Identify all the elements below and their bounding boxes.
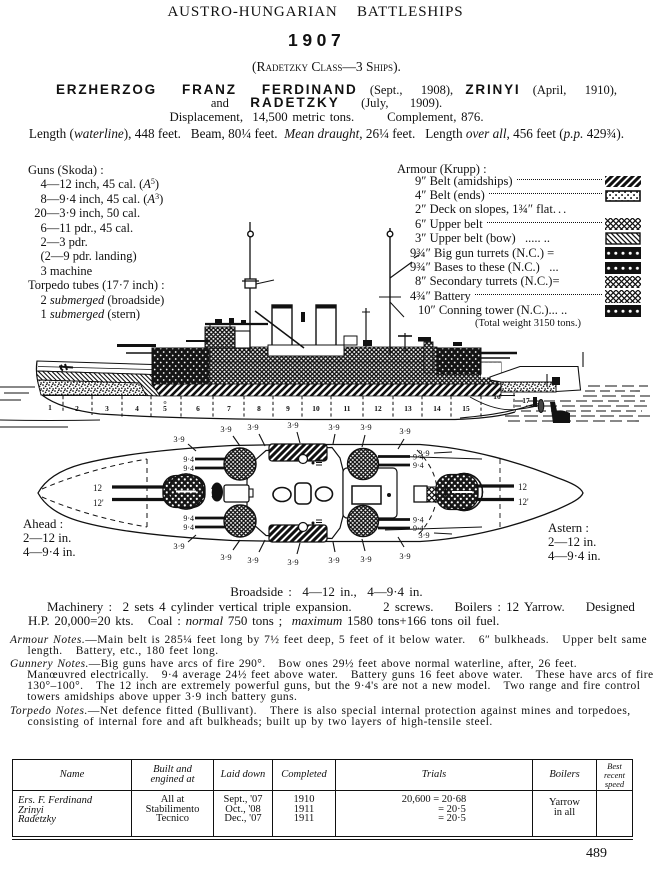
svg-text:9: 9 <box>286 404 290 413</box>
svg-text:1: 1 <box>48 403 52 412</box>
svg-text:12: 12 <box>93 483 102 493</box>
svg-text:3·9: 3·9 <box>399 426 410 436</box>
svg-text:3·9: 3·9 <box>173 541 184 551</box>
svg-text:9·4: 9·4 <box>413 461 424 470</box>
svg-text:3·9: 3·9 <box>328 555 339 565</box>
svg-text:9·4: 9·4 <box>413 524 424 533</box>
svg-text:3·9: 3·9 <box>418 448 429 458</box>
svg-text:9·4: 9·4 <box>413 516 424 525</box>
svg-text:3·9: 3·9 <box>247 422 258 432</box>
svg-text:3·9: 3·9 <box>328 422 339 432</box>
svg-text:3·9: 3·9 <box>360 554 371 564</box>
svg-text:2: 2 <box>75 404 79 413</box>
svg-text:12: 12 <box>374 404 382 413</box>
svg-text:9·4: 9·4 <box>183 455 194 464</box>
svg-text:6: 6 <box>196 404 200 413</box>
svg-text:4: 4 <box>135 404 139 413</box>
svg-text:9·4: 9·4 <box>183 464 194 473</box>
svg-text:7: 7 <box>227 404 231 413</box>
svg-text:3·9: 3·9 <box>287 557 298 567</box>
svg-text:16: 16 <box>493 392 501 401</box>
svg-text:3·9: 3·9 <box>418 530 429 540</box>
svg-text:11: 11 <box>344 404 351 413</box>
svg-text:3·9: 3·9 <box>360 422 371 432</box>
svg-text:12': 12' <box>518 497 529 507</box>
svg-text:15: 15 <box>462 404 470 413</box>
svg-text:3·9: 3·9 <box>399 551 410 561</box>
svg-text:13: 13 <box>404 404 412 413</box>
svg-text:3·9: 3·9 <box>220 424 231 434</box>
svg-text:9·4: 9·4 <box>183 514 194 523</box>
svg-text:14: 14 <box>433 404 441 413</box>
svg-text:9·4: 9·4 <box>413 453 424 462</box>
svg-text:12': 12' <box>93 498 104 508</box>
svg-text:3·9: 3·9 <box>173 434 184 444</box>
svg-text:8: 8 <box>257 404 261 413</box>
svg-text:3: 3 <box>105 404 109 413</box>
svg-text:12: 12 <box>518 482 527 492</box>
svg-text:9·4: 9·4 <box>183 523 194 532</box>
svg-text:10: 10 <box>312 404 320 413</box>
svg-text:17: 17 <box>522 396 530 405</box>
svg-text:3·9: 3·9 <box>220 552 231 562</box>
svg-text:3·9: 3·9 <box>287 422 298 430</box>
svg-text:o: o <box>164 400 167 406</box>
svg-text:5: 5 <box>163 404 167 413</box>
svg-text:3·9: 3·9 <box>247 555 258 565</box>
